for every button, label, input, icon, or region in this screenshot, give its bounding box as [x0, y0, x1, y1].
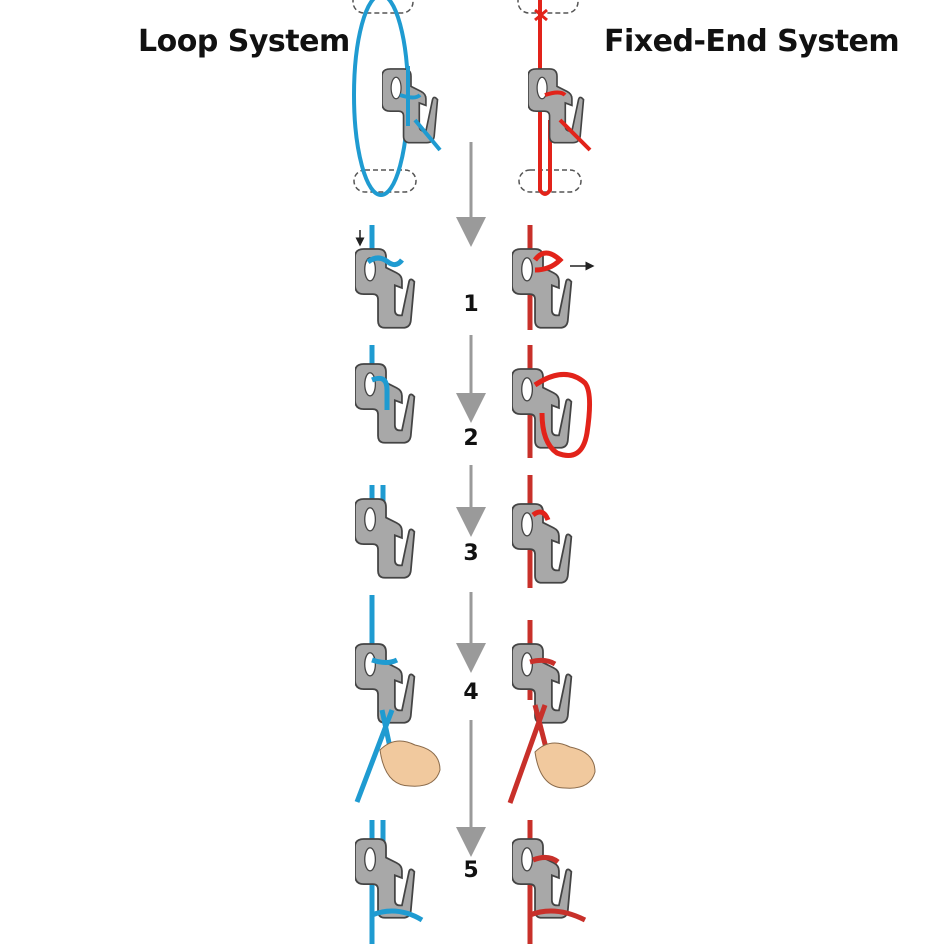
step-number-1: 1 [463, 292, 479, 317]
step-number-2: 2 [463, 426, 479, 451]
loop-system-title: Loop System [138, 24, 350, 59]
step-1 [355, 225, 595, 330]
step-5 [355, 820, 587, 944]
hook-icon [528, 68, 585, 144]
step-number-4: 4 [463, 680, 479, 705]
step-3 [355, 475, 573, 588]
hand-icon [379, 740, 441, 787]
fixed-rope [538, 0, 552, 196]
hand-icon [534, 742, 596, 789]
step-4 [354, 595, 596, 804]
step-2 [355, 345, 593, 458]
step-number-5: 5 [463, 858, 479, 883]
step-number-3: 3 [463, 541, 479, 566]
fixed-end-system-title: Fixed-End System [604, 24, 900, 59]
